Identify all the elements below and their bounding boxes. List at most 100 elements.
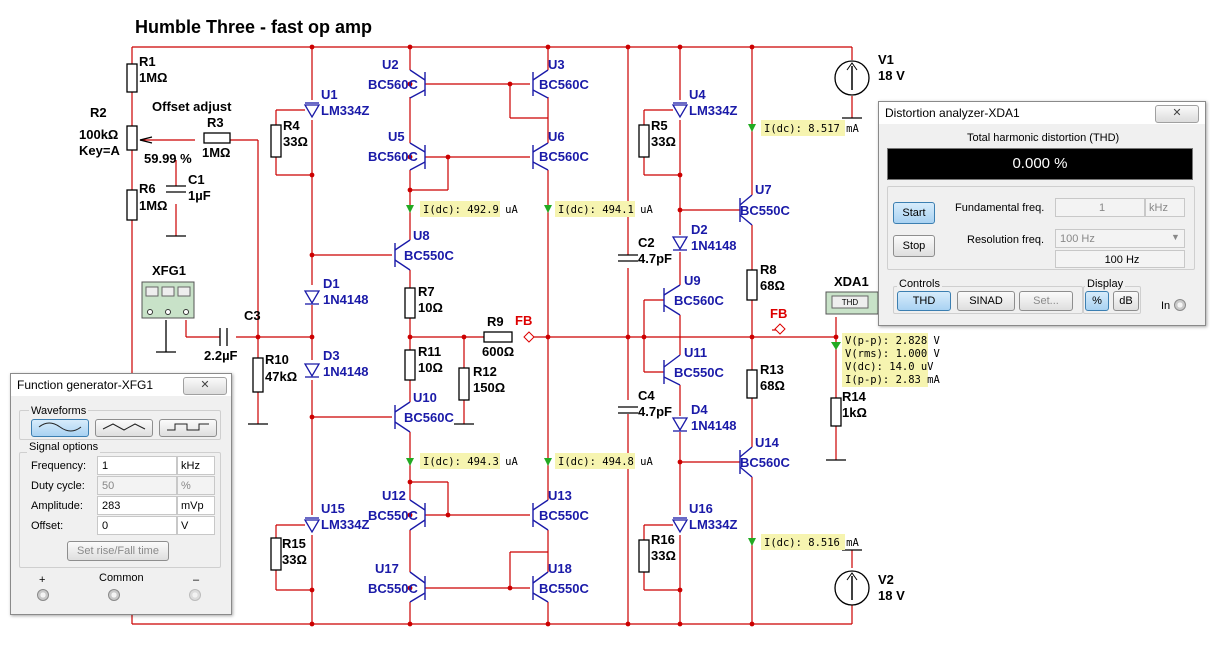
function-generator-title: Function generator-XFG1 [11,374,231,396]
sinad-button[interactable]: SINAD [957,291,1015,311]
fb-label-1: FB [515,313,532,328]
xfg1-instrument[interactable] [141,281,195,319]
probe-6[interactable]: I(dc): 8.516 mA [748,534,860,550]
plus-terminal[interactable] [37,589,49,601]
xda1-instrument[interactable]: THD [825,291,879,315]
value-v2: 18 V [878,588,905,603]
common-terminal[interactable] [108,589,120,601]
label-r4: R4 [283,118,300,133]
label-xfg1: XFG1 [152,263,186,278]
resistor-bodies[interactable] [126,63,842,573]
diode-symbols[interactable] [303,102,689,534]
plus-terminal-label: + [39,574,46,586]
duty-cycle-input[interactable]: 50 [97,476,177,495]
potentiometer-wiper [139,136,153,144]
label-r13: R13 [760,362,784,377]
label-u13: U13 [548,488,572,503]
type-u2: BC560C [368,77,418,92]
type-u6: BC560C [539,149,589,164]
amplitude-unit[interactable]: mVp [177,496,215,515]
probe-1[interactable]: I(dc): 492.9 uA [406,201,519,217]
fundamental-freq-input[interactable]: 1 [1055,198,1145,217]
set-rise-fall-button[interactable]: Set rise/Fall time [67,541,169,561]
voltage-source-v2[interactable] [834,570,870,606]
frequency-input[interactable]: 1 [97,456,177,475]
value-c1: 1µF [188,188,211,203]
type-d2: 1N4148 [691,238,737,253]
label-c3: C3 [244,308,261,323]
label-r15: R15 [282,536,306,551]
sine-wave-button[interactable] [31,419,89,437]
svg-text:I(dc): 8.517 mA: I(dc): 8.517 mA [764,123,860,135]
fb-label-2: FB [770,306,787,321]
label-r16: R16 [651,532,675,547]
thd-display: 0.000 % [887,148,1193,180]
svg-text:V(rms): 1.000 V: V(rms): 1.000 V [845,348,941,360]
type-u16: LM334Z [689,517,737,532]
label-u17: U17 [375,561,399,576]
label-r2: R2 [90,105,107,120]
offset-input[interactable]: 0 [97,516,177,535]
type-u1: LM334Z [321,103,369,118]
label-u4: U4 [689,87,706,102]
probe-3[interactable]: I(dc): 8.517 mA [748,120,860,136]
part-labels: U1 LM334Z U2 BC560C U3 BC560C U4 LM334Z … [321,57,790,596]
square-wave-button[interactable] [159,419,217,437]
value-r10: 47kΩ [265,369,297,384]
wires [131,47,853,624]
label-u6: U6 [548,129,565,144]
frequency-label: Frequency: [31,460,87,472]
capacitor-bodies[interactable] [166,185,638,414]
probe-7[interactable]: V(p-p): 2.828 V V(rms): 1.000 V V(dc): 1… [831,333,941,387]
thd-button[interactable]: THD [897,291,951,311]
value-r4: 33Ω [283,134,308,149]
transistor-symbols[interactable] [394,69,753,603]
input-terminal[interactable] [1174,299,1186,311]
triangle-wave-button[interactable] [95,419,153,437]
label-r12: R12 [473,364,497,379]
close-icon[interactable]: ✕ [183,377,227,395]
resolution-freq-select[interactable]: 100 Hz [1055,229,1185,248]
label-xda1: XDA1 [834,274,869,289]
duty-cycle-unit[interactable]: % [177,476,215,495]
probe-4[interactable]: I(dc): 494.3 uA [406,453,519,469]
value-r3: 1MΩ [202,145,230,160]
label-r9: R9 [487,314,504,329]
voltage-source-v1[interactable] [834,60,870,96]
offset-unit[interactable]: V [177,516,215,535]
start-button[interactable]: Start [893,202,935,224]
label-u12: U12 [382,488,406,503]
type-d3: 1N4148 [323,364,369,379]
fundamental-freq-unit[interactable]: kHz [1145,198,1185,217]
set-button[interactable]: Set... [1019,291,1073,311]
schematic-title: Humble Three - fast op amp [135,17,372,37]
probe-5[interactable]: I(dc): 494.8 uA [544,453,654,469]
svg-text:V(p-p): 2.828 V: V(p-p): 2.828 V [845,335,941,347]
percent-button[interactable]: % [1085,291,1109,311]
probe-2[interactable]: I(dc): 494.1 uA [544,201,654,217]
type-u13: BC550C [539,508,589,523]
junction-dots [255,44,839,627]
value-v1: 18 V [878,68,905,83]
stop-button[interactable]: Stop [893,235,935,257]
distortion-analyzer-window[interactable]: Distortion analyzer-XDA1 ✕ Total harmoni… [878,101,1206,326]
minus-terminal[interactable] [189,589,201,601]
type-u9: BC560C [674,293,724,308]
type-u17: BC550C [368,581,418,596]
chevron-down-icon: ▼ [1171,232,1180,242]
label-r7: R7 [418,284,435,299]
value-r15: 33Ω [282,552,307,567]
type-u7: BC550C [740,203,790,218]
label-u16: U16 [689,501,713,516]
close-icon[interactable]: ✕ [1155,105,1199,123]
label-r5: R5 [651,118,668,133]
label-r6: R6 [139,181,156,196]
db-button[interactable]: dB [1113,291,1139,311]
function-generator-window[interactable]: Function generator-XFG1 ✕ Waveforms Sign… [10,373,232,615]
label-v1: V1 [878,52,894,67]
sine-wave-icon [38,422,82,432]
amplitude-input[interactable]: 283 [97,496,177,515]
label-d3: D3 [323,348,340,363]
frequency-unit[interactable]: kHz [177,456,215,475]
